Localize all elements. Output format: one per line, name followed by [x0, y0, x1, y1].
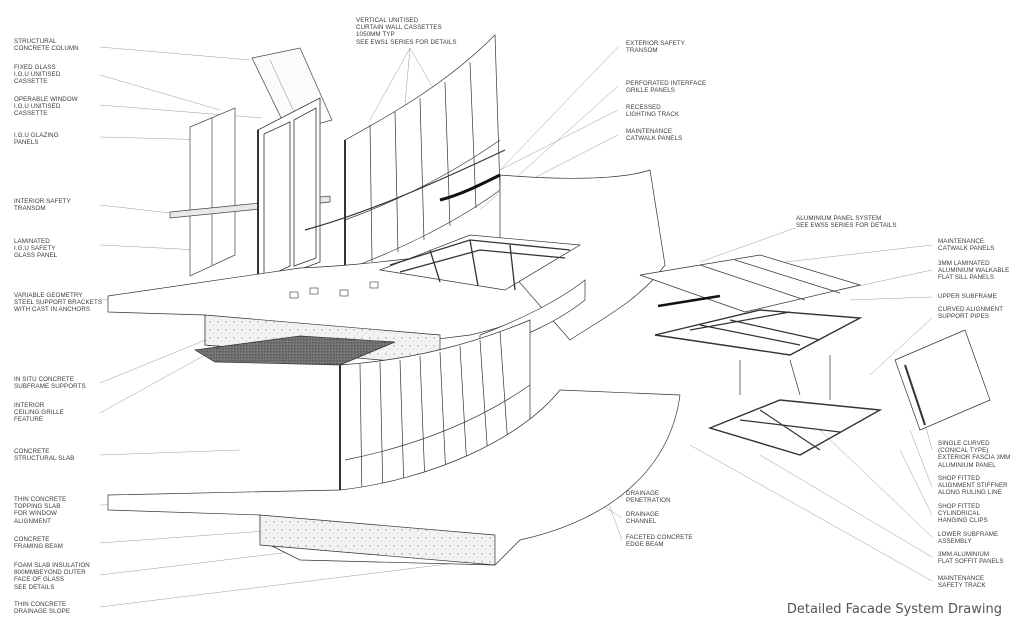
lower-structural-slab: [107, 389, 681, 566]
leader-lines-right: [689, 244, 933, 582]
label-hanging-clips: SHOP FITTED CYLINDRICAL HANGING CLIPS: [938, 503, 988, 525]
label-fixed-glass-cassette: FIXED GLASS I.G.U UNITISED CASSETTE: [14, 64, 61, 86]
label-aluminium-panel-system: ALUMINIUM PANEL SYSTEM SEE EWS5 SERIES F…: [796, 215, 897, 230]
label-drainage-channel: DRAINAGE CHANNEL: [626, 511, 660, 526]
aluminium-panel-system: [639, 254, 991, 456]
label-thin-topping-slab: THIN CONCRETE TOPPING SLAB FOR WINDOW AL…: [14, 496, 67, 525]
label-exterior-safety-transom: EXTERIOR SAFETY TRANSOM: [626, 40, 685, 55]
label-curved-alignment-pipes: CURVED ALIGNMENT SUPPORT PIPES: [938, 306, 1004, 321]
label-laminated-safety-glass: LAMINATED I.G.U SAFETY GLASS PANEL: [14, 238, 58, 260]
label-thin-drainage-slope: THIN CONCRETE DRAINAGE SLOPE: [14, 601, 71, 616]
label-lower-subframe: LOWER SUBFRAME ASSEMBLY: [938, 531, 999, 546]
figure-caption: Detailed Facade System Drawing: [786, 602, 1002, 617]
label-steel-support-brackets: VARIABLE GEOMETRY STEEL SUPPORT BRACKETS…: [14, 292, 103, 314]
label-interior-safety-transom: INTERIOR SAFETY TRANSOM: [14, 198, 71, 213]
label-laminated-sill-panels: 3MM LAMINATED ALUMINIUM WALKABLE FLAT SI…: [938, 260, 1010, 282]
label-structural-concrete-column: STRUCTURAL CONCRETE COLUMN: [14, 38, 79, 53]
label-perforated-grille-panels: PERFORATED INTERFACE GRILLE PANELS: [626, 80, 707, 95]
label-exterior-fascia-panel: SINGLE CURVED (CONICAL TYPE) EXTERIOR FA…: [938, 440, 1011, 469]
label-drainage-penetration: DRAINAGE PENETRATION: [626, 490, 671, 505]
label-maintenance-catwalk-panels-mid: MAINTENANCE CATWALK PANELS: [626, 128, 683, 143]
label-upper-subframe: UPPER SUBFRAME: [938, 293, 997, 300]
label-igu-glazing-panels: I.G.U GLAZING PANELS: [14, 132, 59, 147]
label-operable-window-cassette: OPERABLE WINDOW I.G.U UNITISED CASSETTE: [14, 96, 78, 118]
label-concrete-framing-beam: CONCRETE FRAMING BEAM: [14, 536, 63, 551]
ceiling-grille-feature: [193, 335, 396, 366]
operable-window-cassette: [257, 97, 321, 290]
label-interior-ceiling-grille: INTERIOR CEILING GRILLE FEATURE: [14, 402, 64, 424]
label-in-situ-subframe-supports: IN SITU CONCRETE SUBFRAME SUPPORTS: [14, 376, 86, 391]
label-recessed-lighting-track: RECESSED LIGHTING TRACK: [626, 104, 680, 119]
label-vertical-curtain-wall-cassettes: VERTICAL UNITISED CURTAIN WALL CASSETTES…: [356, 17, 457, 46]
label-concrete-structural-slab: CONCRETE STRUCTURAL SLAB: [14, 448, 75, 463]
label-foam-slab-insulation: FOAM SLAB INSULATION 800MMBEYOND OUTER F…: [14, 562, 90, 591]
label-flat-soffit-panels: 3MM ALUMINIUM FLAT SOFFIT PANELS: [938, 551, 1004, 566]
label-maintenance-catwalk-panels: MAINTENANCE CATWALK PANELS: [938, 238, 995, 253]
label-faceted-edge-beam: FACETED CONCRETE EDGE BEAM: [626, 534, 693, 549]
label-maintenance-safety-track: MAINTENANCE SAFETY TRACK: [938, 575, 986, 590]
label-alignment-stiffner: SHOP FITTED ALIGNMENT STIFFNER ALONG RUL…: [938, 475, 1008, 497]
steel-support-brackets: [289, 281, 379, 299]
